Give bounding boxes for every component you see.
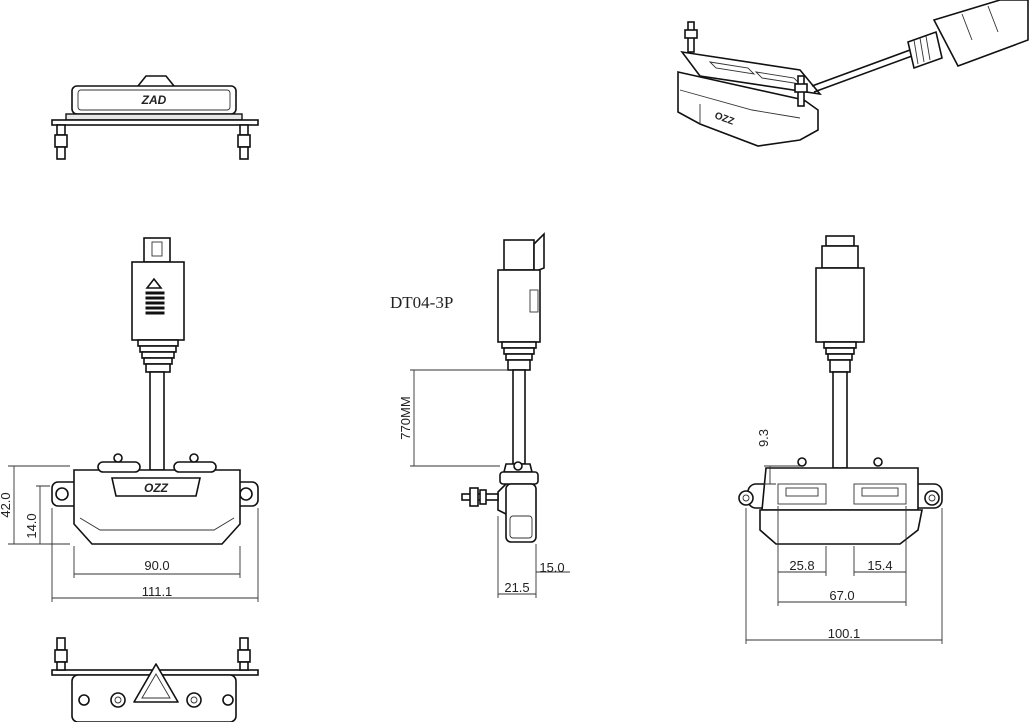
brand-front: OZZ bbox=[144, 481, 169, 495]
iso-connector bbox=[907, 0, 1029, 70]
top-view: ZAD bbox=[51, 75, 259, 160]
bottom-view-bolt-left bbox=[54, 637, 68, 671]
isometric-view: OZZ bbox=[677, 0, 1029, 147]
dim-side-total: 21.5 bbox=[504, 580, 529, 595]
dim-rear-top: 9.3 bbox=[756, 429, 771, 447]
connector-label: DT04-3P bbox=[390, 293, 453, 312]
dim-front-body-width: 90.0 bbox=[144, 558, 169, 573]
top-view-bolt-right bbox=[237, 124, 251, 160]
rear-view: 9.3 25.8 15.4 67.0 100.1 bbox=[738, 235, 943, 644]
dim-rear-total: 100.1 bbox=[828, 626, 861, 641]
side-connector bbox=[497, 232, 545, 371]
front-connector bbox=[131, 237, 185, 341]
bottom-view-bolt-right bbox=[237, 637, 251, 671]
front-boot bbox=[137, 339, 179, 373]
bottom-view bbox=[51, 637, 259, 722]
side-view: DT04-3P 770MM 15.0 21.5 bbox=[390, 232, 570, 598]
top-view-bolt-left bbox=[54, 124, 68, 160]
front-view: OZZ 42.0 14.0 90.0 111.1 bbox=[0, 237, 259, 602]
dim-rear-right: 15.4 bbox=[867, 558, 892, 573]
dim-front-inner-height: 14.0 bbox=[24, 513, 39, 538]
dim-front-height: 42.0 bbox=[0, 492, 13, 517]
dim-rear-left: 25.8 bbox=[789, 558, 814, 573]
dim-rear-mid: 67.0 bbox=[829, 588, 854, 603]
dim-side-inner: 15.0 bbox=[539, 560, 564, 575]
dim-front-total-width: 111.1 bbox=[142, 584, 173, 599]
rear-connector bbox=[815, 235, 865, 373]
brand-top: ZAD bbox=[141, 93, 167, 107]
dim-cable-length: 770MM bbox=[398, 396, 413, 439]
